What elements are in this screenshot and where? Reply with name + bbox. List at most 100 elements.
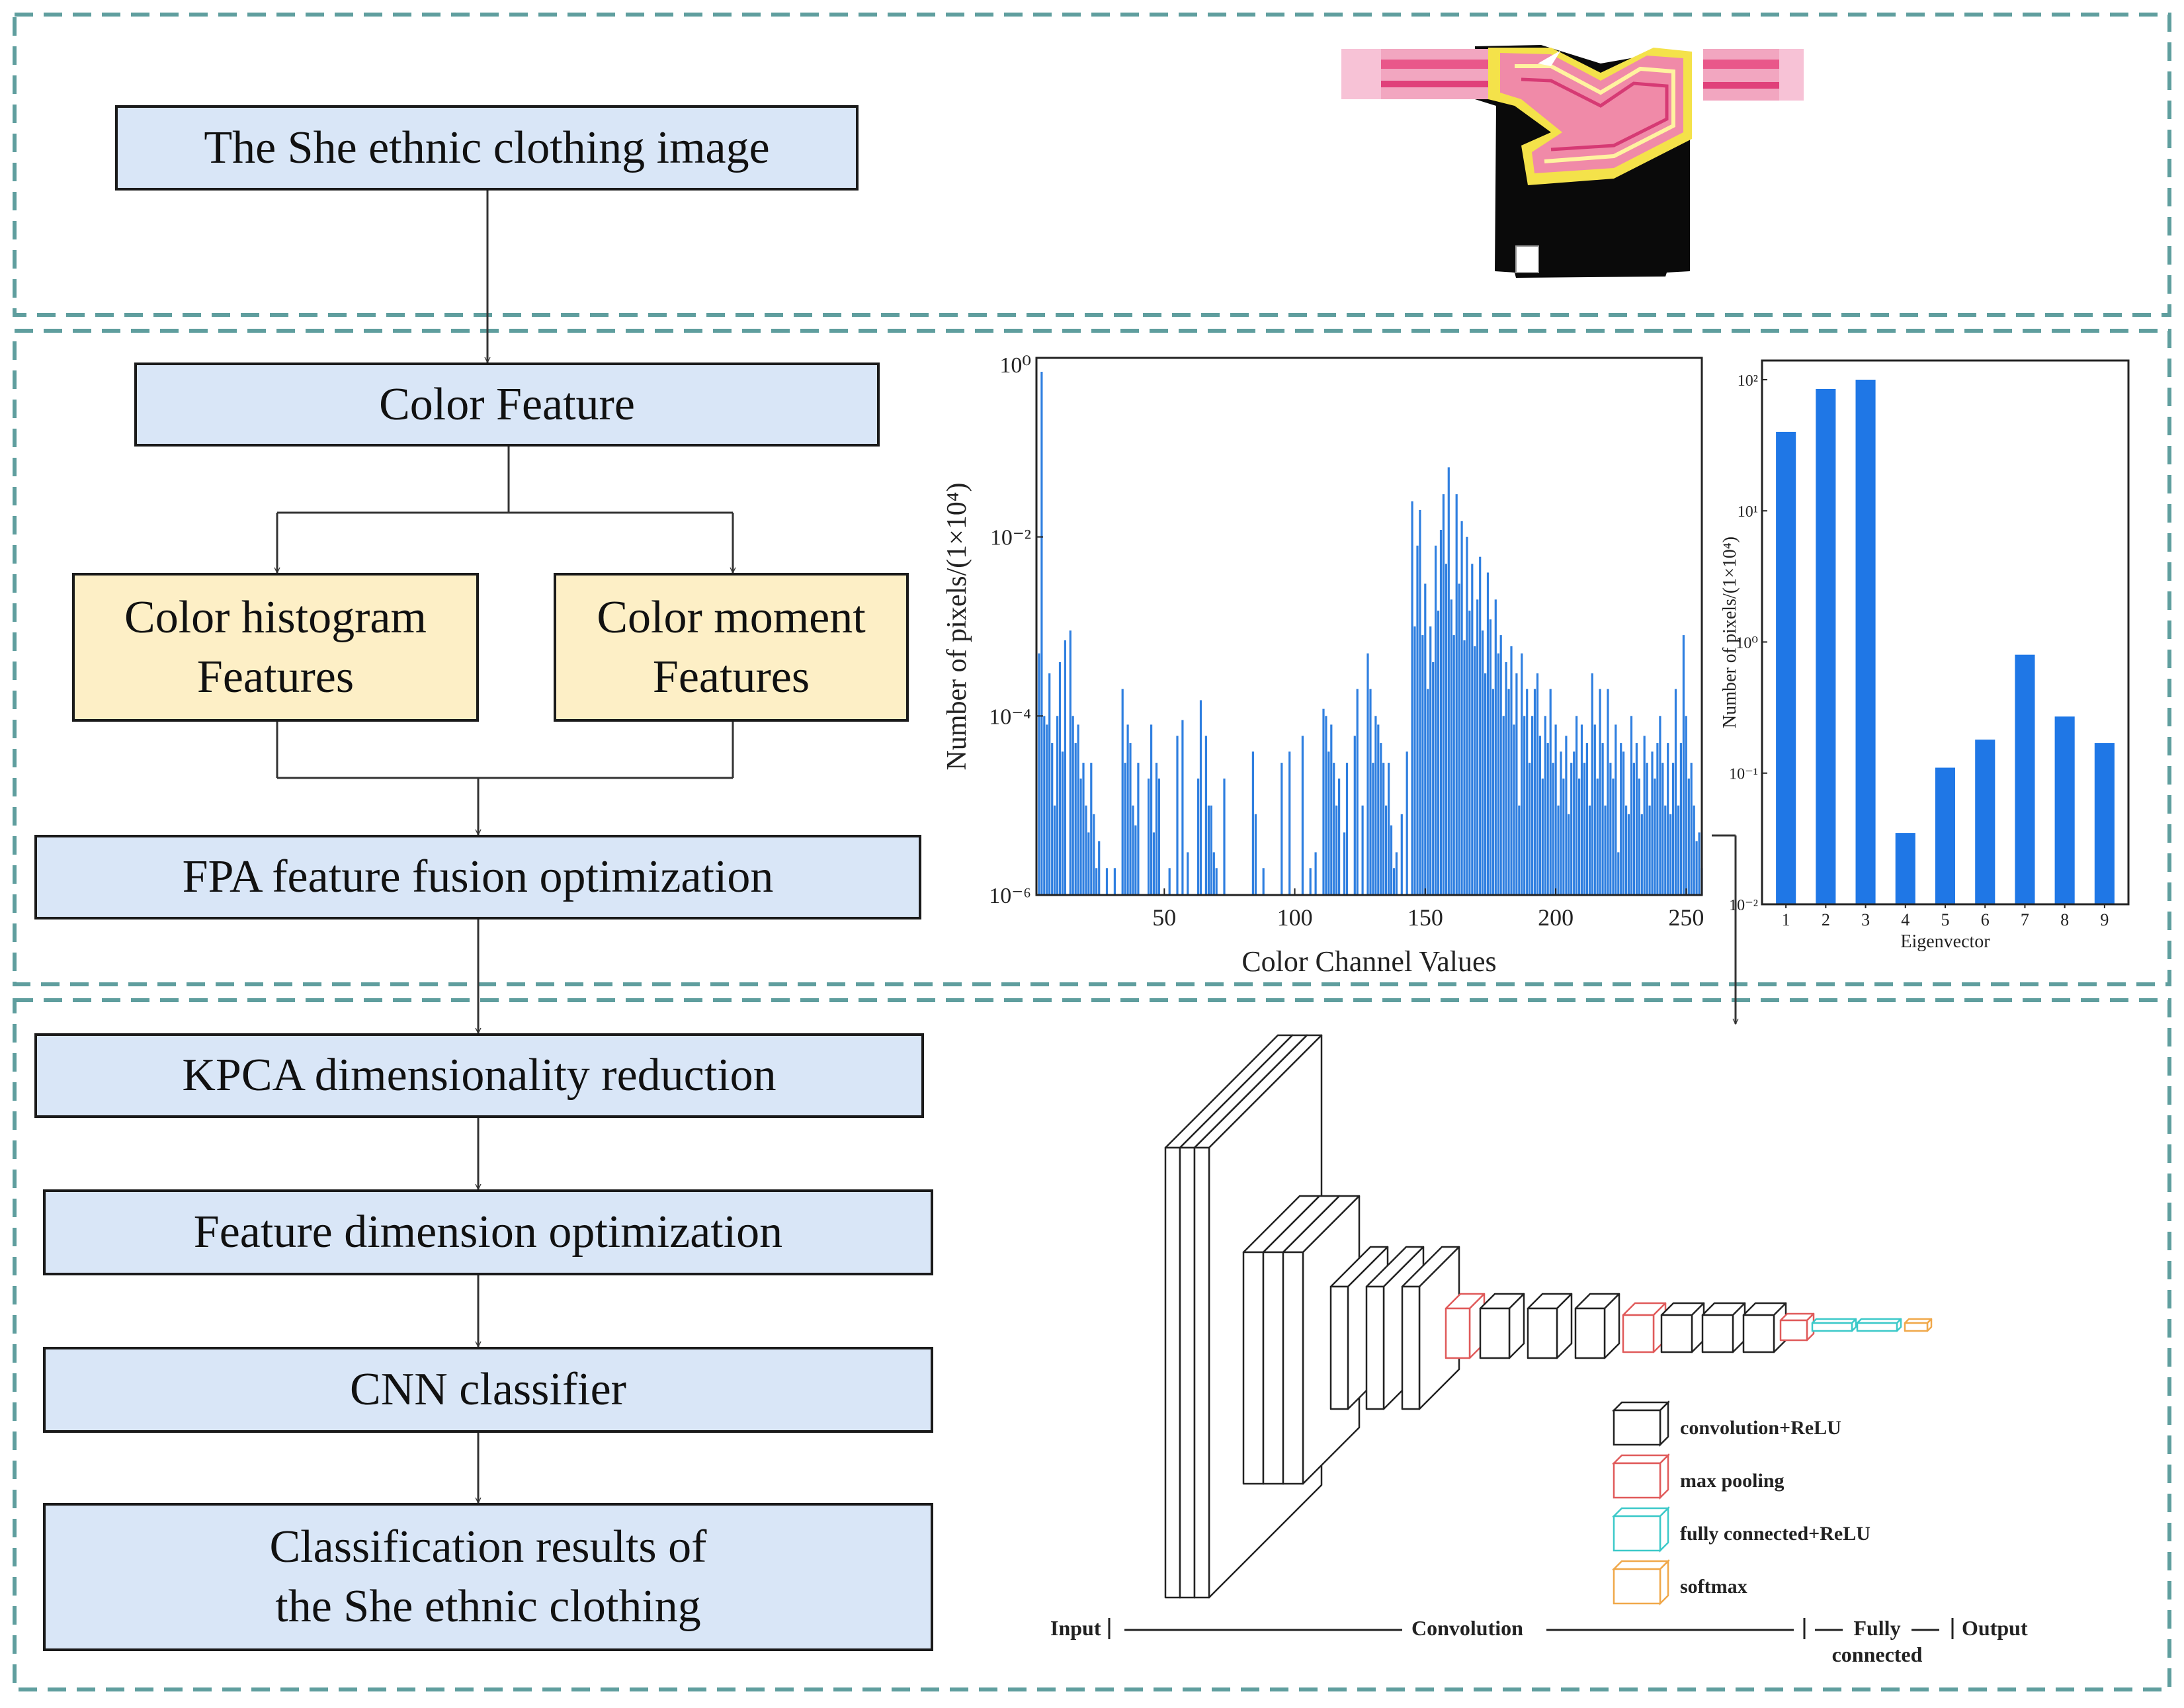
fpa-label: FPA feature fusion optimization: [182, 851, 774, 903]
eigenvector-ytick: 10⁻²: [1729, 897, 1758, 914]
histogram-bar: [1497, 653, 1499, 895]
histogram-bar: [1695, 841, 1698, 895]
histogram-bar: [1693, 805, 1695, 895]
histogram-ytick: 10⁻⁴: [989, 705, 1031, 729]
histogram-bar: [1627, 814, 1630, 895]
histogram-bar: [1630, 716, 1633, 895]
cnn-conv-layer: [1527, 1293, 1573, 1359]
histogram-bar: [1435, 545, 1437, 895]
histogram-bar: [1491, 689, 1494, 895]
eigenvector-xtick: 1: [1782, 910, 1790, 929]
histogram-bar: [1137, 763, 1140, 895]
histogram-bar: [1327, 751, 1330, 895]
histogram-bar: [1251, 751, 1254, 895]
histogram-bar: [1445, 564, 1447, 895]
histogram-bar: [1646, 763, 1648, 895]
histogram-bar: [1583, 763, 1586, 895]
histogram-bar: [1345, 763, 1349, 895]
eigenvector-bar: [1855, 380, 1876, 904]
histogram-bar: [1071, 716, 1074, 895]
histogram-bar: [1388, 763, 1390, 895]
histogram-bar: [1069, 630, 1071, 895]
histogram-bar: [1643, 736, 1646, 895]
histogram-bar: [1648, 805, 1651, 895]
result-label-line2: the She ethnic clothing: [275, 1581, 701, 1632]
histogram-bar: [1129, 743, 1132, 895]
eigenvector-ytick: 10¹: [1738, 503, 1758, 521]
histogram-bar: [1369, 689, 1372, 895]
histogram-bar: [1064, 640, 1066, 895]
stage-label-connected: connected: [1832, 1643, 1923, 1666]
histogram-bar: [1554, 724, 1557, 895]
histogram-ytick: 10⁻⁶: [989, 884, 1031, 908]
stage-label-fully: Fully: [1853, 1616, 1900, 1640]
histogram-bar: [1677, 805, 1680, 895]
histogram-bar: [1085, 805, 1087, 895]
eigenvector-bar: [1935, 767, 1955, 904]
legend-item: convolution+ReLU: [1611, 1400, 1841, 1447]
histogram-bar: [1254, 814, 1257, 895]
cnn-architecture: [1164, 1034, 1933, 1599]
histogram-bar: [1046, 724, 1048, 895]
histogram-bar: [1638, 778, 1640, 895]
cnn-maxpool-layer: [1779, 1312, 1815, 1342]
histogram-bar: [1617, 852, 1620, 895]
histogram-bar: [1421, 635, 1424, 895]
histogram-bar: [1157, 778, 1160, 895]
histogram-bar: [1223, 778, 1226, 895]
histogram-bar: [1395, 852, 1398, 895]
histogram-bar: [1325, 716, 1327, 895]
histogram-bar: [1212, 852, 1215, 895]
histogram-bar: [1593, 724, 1596, 895]
histogram-features-box: Color histogram Features: [72, 573, 479, 722]
histogram-bar: [1661, 763, 1664, 895]
histogram-bar: [1181, 720, 1184, 895]
kpca-box: KPCA dimensionality reduction: [34, 1033, 924, 1118]
histogram-bar: [1314, 852, 1317, 895]
histogram-bar: [1105, 868, 1109, 895]
histogram-bar: [1281, 763, 1283, 895]
histogram-bar: [1335, 805, 1338, 895]
cnn-conv-layer: [1401, 1246, 1460, 1410]
histogram-bar: [1552, 763, 1554, 895]
histogram-bar: [1048, 673, 1051, 895]
histogram-bar: [1197, 778, 1200, 895]
histogram-bar: [1538, 736, 1541, 895]
histogram-bar: [1502, 716, 1505, 895]
histogram-bar: [1447, 467, 1450, 895]
histogram-bar: [1374, 716, 1377, 895]
histogram-bar: [1521, 653, 1523, 895]
histogram-bar: [1536, 673, 1539, 895]
histogram-bar: [1322, 708, 1325, 895]
histogram-bar: [1051, 743, 1054, 895]
histogram-bar: [1604, 805, 1607, 895]
histogram-bar: [1343, 832, 1346, 895]
histogram-bar: [1199, 700, 1202, 895]
histogram-xtick: 100: [1277, 904, 1313, 931]
histogram-bar: [1659, 716, 1661, 895]
histogram-bar: [1093, 814, 1095, 895]
garment-left-sleeve: [1341, 49, 1495, 99]
histogram-bar: [1679, 743, 1682, 895]
histogram-bar: [1654, 778, 1656, 895]
histogram-xtick: 150: [1407, 904, 1443, 931]
histogram-bar: [1575, 716, 1578, 895]
histogram-bar: [1651, 751, 1654, 895]
moment-features-box: Color moment Features: [554, 573, 909, 722]
eigenvector-bar: [1975, 740, 1995, 904]
histogram-bar: [1615, 724, 1617, 895]
histogram-bar: [1087, 832, 1090, 895]
cnn-fc-layer: [1811, 1318, 1857, 1332]
histogram-bar: [1468, 611, 1471, 895]
histogram-bar: [1698, 832, 1701, 895]
eigenvector-bar: [1816, 389, 1836, 904]
histogram-bar: [1568, 814, 1570, 895]
histogram-bar: [1382, 763, 1385, 895]
histogram-bar: [1560, 751, 1562, 895]
histogram-xlabel: Color Channel Values: [1241, 945, 1496, 978]
histogram-bar: [1541, 778, 1544, 895]
eigenvector-xtick: 3: [1861, 910, 1870, 929]
eigenvector-xtick: 8: [2060, 910, 2069, 929]
histogram-bar: [1150, 724, 1153, 895]
dim-opt-label: Feature dimension optimization: [193, 1207, 783, 1258]
